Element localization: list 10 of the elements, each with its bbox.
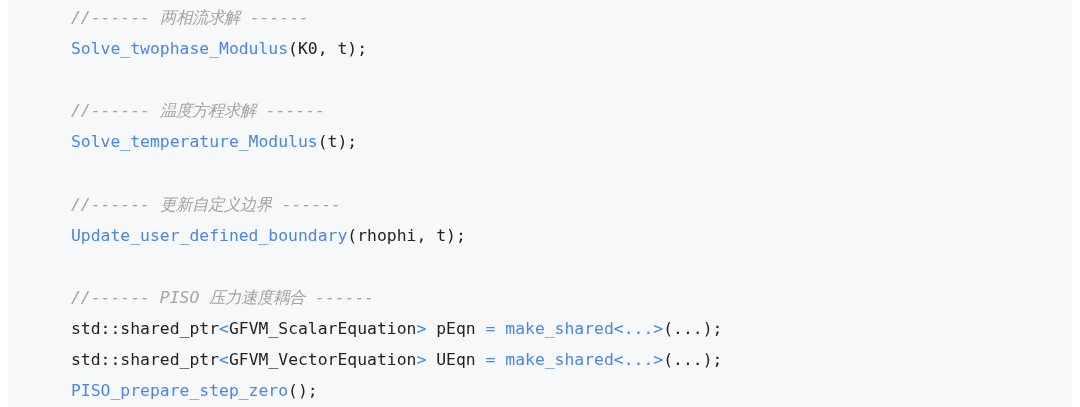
code-comment: //------ 更新自定义边界 ------	[71, 194, 341, 216]
code-line: Solve_temperature_Modulus(t);	[71, 131, 358, 153]
code-comment: //------ 两相流求解 ------	[71, 7, 309, 29]
code-comment: //------ PISO 压力速度耦合 ------	[71, 287, 375, 309]
code-line: PISO_prepare_step_zero();	[71, 380, 318, 402]
code-line: std::shared_ptr<GFVM_VectorEquation> UEqn = make_shared<...>(...);	[71, 349, 723, 371]
code-line: std::shared_ptr<GFVM_ScalarEquation> pEqn = make_shared<...>(...);	[71, 318, 723, 340]
code-line: Solve_twophase_Modulus(K0, t);	[71, 38, 368, 60]
code-comment: //------ 温度方程求解 ------	[71, 100, 325, 122]
code-line: Update_user_defined_boundary(rhophi, t);	[71, 225, 466, 247]
